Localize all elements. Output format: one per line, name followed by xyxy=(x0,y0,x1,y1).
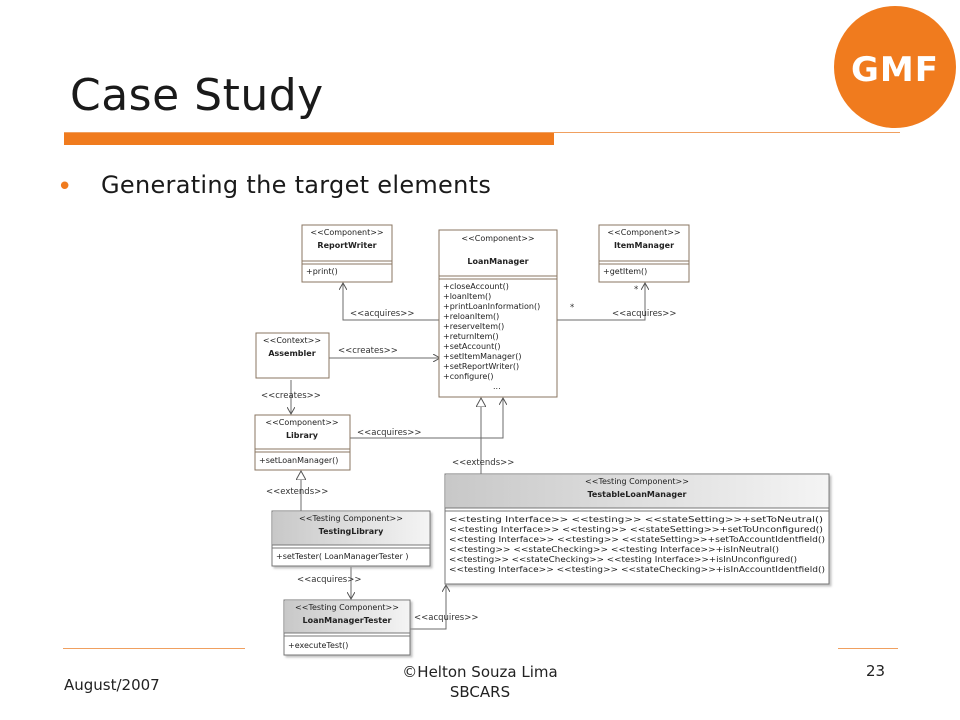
label-star-2: * xyxy=(634,285,638,295)
class-loanmanagertester: <<Testing Component>> LoanManagerTester … xyxy=(283,599,411,656)
acquires-testable-connector xyxy=(410,585,446,630)
operation: +setReportWriter() xyxy=(443,362,519,371)
operation: <<testing Interface>> <<testing>> <<stat… xyxy=(449,565,825,574)
class-reportwriter: <<Component>> ReportWriter +print() xyxy=(301,224,393,283)
operation: <<testing>> <<stateChecking>> <<testing … xyxy=(449,555,797,564)
label-acquires-4: <<acquires>> xyxy=(297,575,361,585)
class-itemmanager: <<Component>> ItemManager +getItem() xyxy=(598,224,690,283)
class-name: Assembler xyxy=(268,349,315,358)
class-name: LoanManager xyxy=(467,257,528,266)
operation: +returnItem() xyxy=(443,332,499,341)
footer-divider-right xyxy=(838,648,898,649)
stereotype: <<Testing Component>> xyxy=(299,514,403,523)
acquires-itemmanager-connector xyxy=(557,283,645,321)
label-acquires-2: <<acquires>> xyxy=(612,309,676,319)
bullet-icon: • xyxy=(57,172,73,202)
footer-event: SBCARS xyxy=(449,683,511,701)
label-creates-2: <<creates>> xyxy=(261,391,321,401)
operation: +print() xyxy=(306,267,338,276)
operation: +configure() xyxy=(443,372,494,381)
footer-divider-left xyxy=(63,648,245,649)
operation: <<testing Interface>> <<testing>> <<stat… xyxy=(449,515,823,524)
label-extends-2: <<extends>> xyxy=(266,487,328,497)
operation: +executeTest() xyxy=(288,641,348,650)
title-underline xyxy=(64,132,900,133)
operation: +setTester( LoanManagerTester ) xyxy=(276,552,408,561)
operation: <<testing>> <<stateChecking>> <<testing … xyxy=(449,545,779,554)
label-acquires-5: <<acquires>> xyxy=(414,613,478,623)
operation: +loanItem() xyxy=(443,292,491,301)
class-name: ReportWriter xyxy=(317,241,376,250)
label-star-1: * xyxy=(570,303,574,313)
operation: ... xyxy=(493,382,501,391)
operation: <<testing Interface>> <<testing>> <<stat… xyxy=(449,525,823,534)
stereotype: <<Component>> xyxy=(461,234,534,243)
footer-date: August/2007 xyxy=(64,676,160,694)
slide-title: Case Study xyxy=(70,70,324,121)
class-name: LoanManagerTester xyxy=(302,616,391,625)
operation: +reloanItem() xyxy=(443,312,499,321)
class-assembler: <<Context>> Assembler xyxy=(255,332,330,379)
label-creates-1: <<creates>> xyxy=(338,346,398,356)
class-loanmanager: <<Component>> LoanManager +closeAccount(… xyxy=(438,229,558,398)
class-library: <<Component>> Library +setLoanManager() xyxy=(254,414,351,471)
connectors xyxy=(291,283,645,630)
operation: +setLoanManager() xyxy=(259,456,338,465)
acquires-reportwriter-connector xyxy=(343,283,440,321)
operation: +reserveItem() xyxy=(443,322,504,331)
title-accent-bar xyxy=(64,133,554,145)
class-name: TestableLoanManager xyxy=(588,490,687,499)
operation: +closeAccount() xyxy=(443,282,509,291)
bullet-text: Generating the target elements xyxy=(101,171,492,199)
class-name: Library xyxy=(286,431,319,440)
operation: <<testing Interface>> <<testing>> <<stat… xyxy=(449,535,825,544)
gmf-logo: GMF xyxy=(834,6,956,128)
class-testableloanmanager: <<Testing Component>> TestableLoanManage… xyxy=(444,473,830,585)
footer-author: ©Helton Souza Lima xyxy=(402,663,558,681)
acquires-loanmanager-connector xyxy=(350,398,503,439)
operation: +getItem() xyxy=(603,267,647,276)
class-testinglibrary: <<Testing Component>> TestingLibrary +se… xyxy=(271,510,431,567)
stereotype: <<Component>> xyxy=(310,228,383,237)
label-extends-1: <<extends>> xyxy=(452,458,514,468)
logo-text: GMF xyxy=(851,50,939,90)
class-name: ItemManager xyxy=(614,241,674,250)
stereotype: <<Component>> xyxy=(607,228,680,237)
label-acquires-1: <<acquires>> xyxy=(350,309,414,319)
stereotype: <<Component>> xyxy=(265,418,338,427)
operation: +printLoanInformation() xyxy=(443,302,540,311)
stereotype: <<Testing Component>> xyxy=(585,477,689,486)
stereotype: <<Context>> xyxy=(263,336,321,345)
class-name: TestingLibrary xyxy=(319,527,384,536)
stereotype: <<Testing Component>> xyxy=(295,603,399,612)
page-number: 23 xyxy=(866,662,886,680)
operation: +setAccount() xyxy=(443,342,500,351)
label-acquires-3: <<acquires>> xyxy=(357,428,421,438)
operation: +setItemManager() xyxy=(443,352,521,361)
footer-credit: ©Helton Souza Lima SBCARS xyxy=(380,662,580,702)
